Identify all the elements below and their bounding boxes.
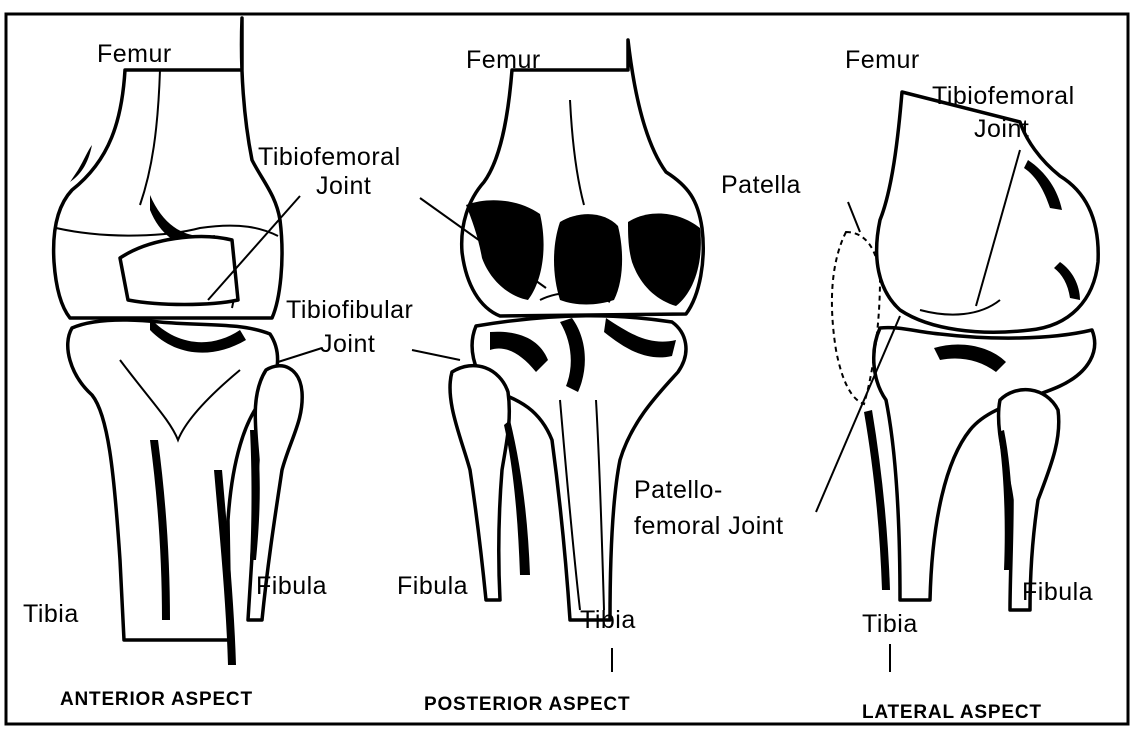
anterior-fibula-label: Fibula [256,572,327,600]
posterior-femoral-joint-label: femoral Joint [634,512,784,540]
posterior-aspect-caption: POSTERIOR ASPECT [424,694,630,715]
anterior-panel: Femur Tibiofemoral Joint Tibiofibular Jo… [23,18,413,710]
posterior-femur-drawing [462,40,704,316]
lateral-fibula-drawing [998,390,1059,610]
posterior-patello-label: Patello- [634,476,723,504]
lateral-fibula-label: Fibula [1022,578,1093,606]
anterior-tibiofemoral-joint-label: Joint [316,172,371,200]
lateral-tibia-drawing [864,328,1095,600]
posterior-femur-label: Femur [466,46,541,74]
posterior-tibia-label: Tibia [580,606,636,634]
lateral-aspect-caption: LATERAL ASPECT [862,702,1042,723]
posterior-tibia-drawing [472,316,686,620]
anterior-tibiofibular-label: Tibiofibular [286,296,413,324]
posterior-panel: Femur Patello- femoral Joint Fibula Tibi… [397,40,784,715]
lateral-tibiofemoral-label: Tibiofemoral [932,82,1075,110]
anterior-tibiofemoral-label: Tibiofemoral [258,143,401,171]
anterior-femur-label: Femur [97,40,172,68]
lateral-tibiofemoral-joint-label: Joint [974,115,1029,143]
lateral-patella-label: Patella [721,171,801,199]
anterior-tibiofibular-joint-label: Joint [320,330,375,358]
anterior-aspect-caption: ANTERIOR ASPECT [60,689,253,710]
posterior-fibula-label: Fibula [397,572,468,600]
lateral-panel: Femur Tibiofemoral Joint Patella Fibula … [721,46,1098,723]
anterior-tibia-label: Tibia [23,600,79,628]
lateral-tibia-label: Tibia [862,610,918,638]
lateral-femur-label: Femur [845,46,920,74]
anterior-tibia-drawing [68,318,278,665]
